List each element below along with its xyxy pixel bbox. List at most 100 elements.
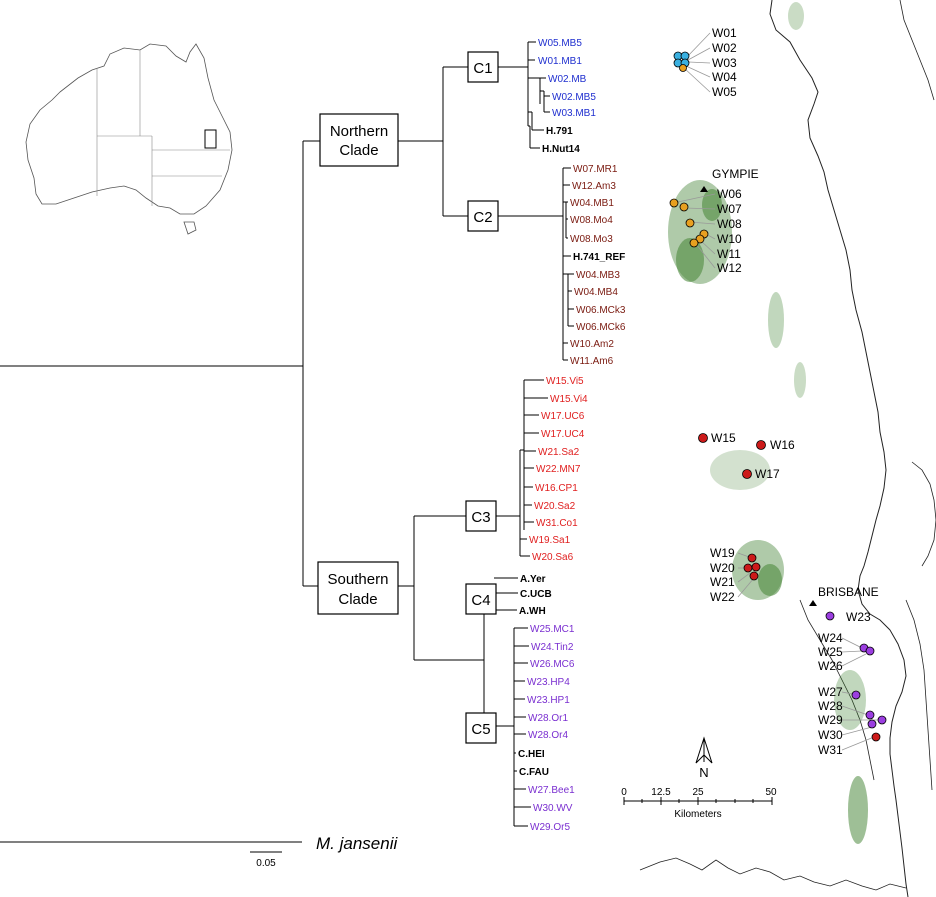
site-label: W29 [818, 713, 843, 727]
tip-label: W04.MB3 [576, 270, 620, 281]
c3-label: C3 [471, 509, 490, 526]
brisbane-label: BRISBANE [818, 585, 879, 599]
tip-label: A.Yer [520, 574, 546, 585]
tip-label: W22.MN7 [536, 464, 581, 475]
tip-label: W07.MR1 [573, 164, 618, 175]
tip-label: W19.Sa1 [529, 535, 571, 546]
c4-box [465, 583, 497, 615]
tip-label: C.FAU [519, 767, 549, 778]
site-label: W11 [717, 247, 741, 261]
tip-label: W03.MB1 [552, 108, 596, 119]
tip-label: W17.UC6 [541, 411, 585, 422]
tip-label: W05.MB5 [538, 38, 582, 49]
site-group-w19-w22: W19 W20 W21 W22 [710, 546, 761, 604]
tip-label: W08.Mo4 [570, 215, 613, 226]
tip-label: W11.Am6 [570, 356, 614, 367]
tip-label: W17.UC4 [541, 429, 585, 440]
coastline-bay [799, 599, 875, 781]
tip-label: W23.HP1 [527, 695, 570, 706]
site-label: W02 [712, 41, 737, 55]
site-label: W30 [818, 728, 843, 742]
site-label: W08 [717, 217, 742, 231]
site-label: W27 [818, 685, 843, 699]
site-group-w27-w31: W27 W28 W29 W30 W31 [818, 685, 887, 757]
c3-tip-labels: W15.Vi5 W15.Vi4 W17.UC6 W17.UC4 W21.Sa2 … [529, 376, 588, 563]
site-group-w24-w26: W24 W25 W26 [818, 631, 875, 673]
tip-label: W15.Vi4 [550, 394, 588, 405]
site-label: W22 [710, 590, 735, 604]
australia-outline [25, 43, 233, 215]
site-label: W21 [710, 575, 735, 589]
tip-label: W12.Am3 [572, 181, 616, 192]
brisbane-marker [809, 600, 817, 606]
vegetation-patches [668, 2, 868, 844]
outgroup-label: M. jansenii [316, 834, 398, 853]
c2-box [467, 200, 499, 232]
tasmania [183, 221, 197, 235]
tip-label: W30.WV [533, 803, 573, 814]
site-label: W07 [717, 202, 742, 216]
c1-tip-labels: W05.MB5 W01.MB1 W02.MB W02.MB5 W03.MB1 H… [538, 38, 596, 155]
site-label: W15 [711, 431, 736, 445]
c4-tip-labels: A.Yer C.UCB A.WH [519, 574, 552, 617]
fraser-coast [899, 0, 935, 101]
scale-tick-label: 25 [692, 787, 704, 798]
site-label: W19 [710, 546, 735, 560]
north-arrow-icon: N [695, 736, 713, 780]
stradbroke-island [905, 599, 933, 791]
tip-label: W06.MCk6 [576, 322, 626, 333]
site-label: W26 [818, 659, 843, 673]
tip-label: W20.Sa2 [534, 501, 576, 512]
tip-label: W06.MCk3 [576, 305, 626, 316]
southern-clade-box [317, 561, 399, 615]
site-label: W28 [818, 699, 843, 713]
coastline [769, 0, 909, 897]
site-label: W12 [717, 261, 742, 275]
tip-label: A.WH [519, 606, 546, 617]
clade-boxes: Northern Clade Southern Clade C1 C2 C3 C… [317, 51, 499, 744]
southern-clade-label-1: Southern [328, 571, 389, 588]
c5-label: C5 [471, 721, 490, 738]
c3-box [465, 500, 497, 532]
tip-label: W23.HP4 [527, 677, 570, 688]
tip-label: H.741_REF [573, 252, 625, 263]
tip-label: H.Nut14 [542, 144, 580, 155]
tip-label: W16.CP1 [535, 483, 578, 494]
tip-label: W15.Vi5 [546, 376, 584, 387]
gympie-label: GYMPIE [712, 167, 759, 181]
map-scale-bar: 0 12.5 25 50 Kilometers [621, 787, 777, 820]
tip-label: C.UCB [520, 589, 552, 600]
northern-clade-label-2: Clade [339, 142, 378, 159]
tip-label: W28.Or1 [528, 713, 568, 724]
regional-map: GYMPIE BRISBANE W01 W02 W03 W04 W05 [621, 0, 936, 897]
site-label: W31 [818, 743, 843, 757]
site-group-w06-w12: W06 W07 W08 W10 W11 W12 [669, 187, 742, 275]
tip-label: W25.MC1 [530, 624, 575, 635]
tip-label: W01.MB1 [538, 56, 582, 67]
tip-label: W08.Mo3 [570, 234, 613, 245]
site-label: W01 [712, 26, 737, 40]
site-label: W25 [818, 645, 843, 659]
tip-label: W29.Or5 [530, 822, 570, 833]
site-label: W16 [770, 438, 795, 452]
northern-clade-box [319, 113, 399, 167]
site-label: W17 [755, 467, 780, 481]
tip-label: W24.Tin2 [531, 642, 574, 653]
site-label: W06 [717, 187, 742, 201]
scale-tick-label: 50 [765, 787, 777, 798]
tip-label: W04.MB4 [574, 287, 618, 298]
site-label: W20 [710, 561, 735, 575]
site-label: W24 [818, 631, 843, 645]
c5-tip-labels: W25.MC1 W24.Tin2 W26.MC6 W23.HP4 W23.HP1… [518, 624, 575, 833]
tip-label: C.HEI [518, 749, 545, 760]
site-label: W05 [712, 85, 737, 99]
study-area-box [204, 129, 217, 149]
site-label: W04 [712, 70, 737, 84]
site-group-w01-w05: W01 W02 W03 W04 W05 [673, 26, 737, 99]
tip-label: W26.MC6 [530, 659, 575, 670]
site-label: W03 [712, 56, 737, 70]
tree-scale-bar: 0.05 [250, 851, 282, 869]
scale-unit-label: Kilometers [674, 809, 721, 820]
site-label: W23 [846, 610, 871, 624]
